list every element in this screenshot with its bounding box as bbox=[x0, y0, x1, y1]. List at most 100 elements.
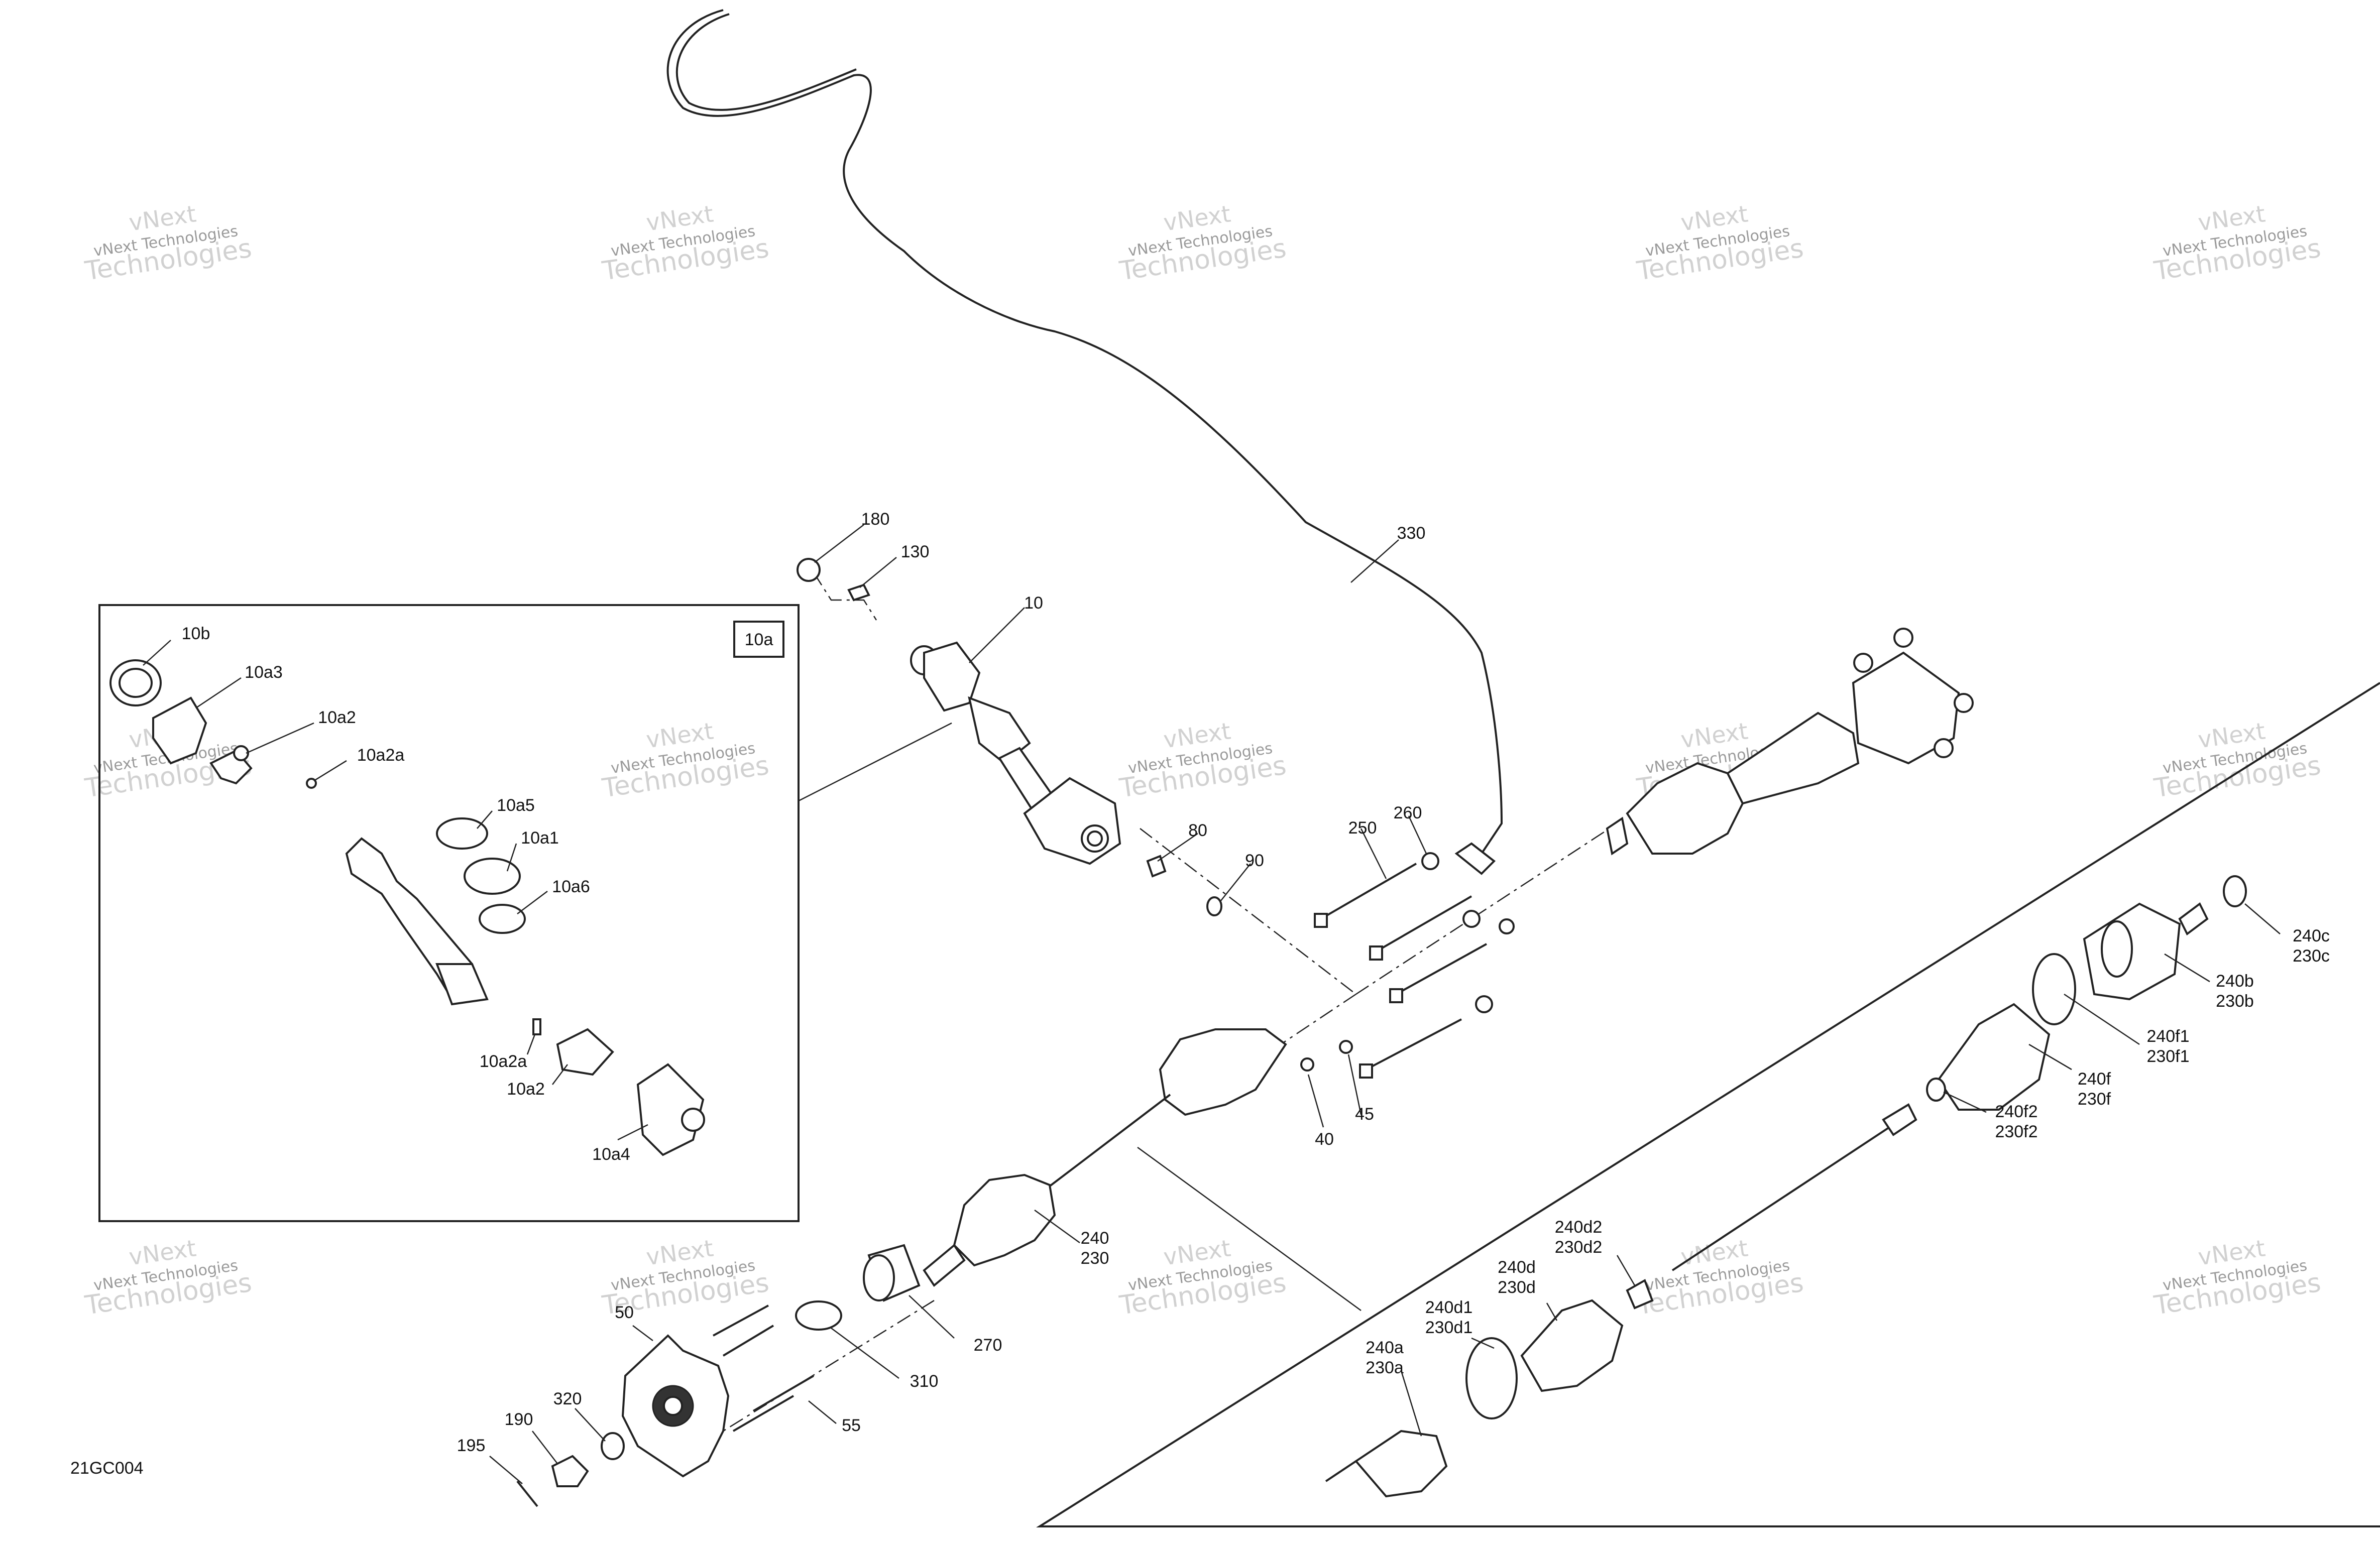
callout-330: 330 bbox=[1397, 524, 1426, 543]
callout-10a6: 10a6 bbox=[552, 877, 590, 896]
prop-shaft-10 bbox=[797, 558, 1121, 865]
callout-195: 195 bbox=[457, 1436, 486, 1455]
callout-line: 330 bbox=[1397, 524, 1426, 543]
callout-line: 10b bbox=[182, 624, 210, 643]
callout-10a1: 10a1 bbox=[521, 828, 559, 848]
diagram-code: 21GC004 bbox=[70, 1459, 144, 1478]
hardware-80-90 bbox=[1146, 855, 1222, 916]
callout-10b: 10b bbox=[182, 624, 210, 643]
inset-tag: 10a bbox=[745, 630, 773, 649]
callout-line: 10 bbox=[1024, 594, 1043, 613]
callout-line: 270 bbox=[974, 1336, 1002, 1355]
callout-line: 230c bbox=[2293, 946, 2330, 966]
callout-line: 10a2 bbox=[318, 708, 356, 727]
callout-line: 240 bbox=[1081, 1229, 1109, 1248]
callout-line: 10a1 bbox=[521, 828, 559, 848]
callout-line: 310 bbox=[910, 1372, 939, 1391]
callout-line: 240d2 bbox=[1555, 1218, 1603, 1237]
wheel-hub-50 bbox=[621, 1304, 815, 1478]
callout-190: 190 bbox=[505, 1410, 533, 1429]
callout-line: 230d1 bbox=[1425, 1318, 1473, 1337]
callout-line: 80 bbox=[1188, 821, 1207, 840]
callout-line: 90 bbox=[1245, 851, 1264, 870]
callout-line: 240f bbox=[2078, 1070, 2111, 1089]
callout-45: 45 bbox=[1355, 1105, 1374, 1124]
callout-line: 230f bbox=[2078, 1090, 2111, 1109]
callout-10a5: 10a5 bbox=[497, 796, 535, 815]
bolts-250-260 bbox=[1300, 852, 1515, 1079]
callout-310: 310 bbox=[910, 1372, 939, 1391]
callout-line: 240f1 bbox=[2146, 1027, 2189, 1046]
callout-320: 320 bbox=[553, 1389, 582, 1408]
callout-270: 270 bbox=[974, 1336, 1002, 1355]
callout-10a2a-top: 10a2a bbox=[357, 746, 405, 765]
front-differential-end bbox=[1606, 628, 1974, 856]
callout-10a2-bot: 10a2 bbox=[507, 1080, 545, 1099]
callout-10a2a-bot: 10a2a bbox=[480, 1052, 527, 1071]
callout-40: 40 bbox=[1315, 1130, 1334, 1149]
callout-80: 80 bbox=[1188, 821, 1207, 840]
callout-90: 90 bbox=[1245, 851, 1264, 870]
callout-250: 250 bbox=[1348, 818, 1377, 838]
callout-line: 240f2 bbox=[1995, 1102, 2037, 1121]
callout-line: 10a2a bbox=[480, 1052, 527, 1071]
callout-line: 240b bbox=[2216, 972, 2254, 991]
leader-lines bbox=[143, 524, 2281, 1484]
callout-130: 130 bbox=[901, 542, 930, 561]
callout-line: 130 bbox=[901, 542, 930, 561]
callout-50: 50 bbox=[615, 1303, 634, 1322]
callout-line: 240d bbox=[1498, 1258, 1536, 1277]
callout-line: 55 bbox=[842, 1416, 861, 1435]
callout-10a4: 10a4 bbox=[592, 1145, 630, 1164]
callout-line: 10a2 bbox=[507, 1080, 545, 1099]
callout-10a3: 10a3 bbox=[245, 663, 283, 682]
hub-nut-parts bbox=[516, 1432, 625, 1507]
callout-line: 230d bbox=[1498, 1278, 1536, 1297]
callout-line: 250 bbox=[1348, 818, 1377, 838]
brake-line-330 bbox=[666, 9, 1503, 875]
bearing-270-circlip-310 bbox=[795, 1244, 921, 1331]
drive-shaft-240 bbox=[923, 1028, 1287, 1287]
inset-box-10a: 10a bbox=[98, 604, 952, 1222]
callout-line: 50 bbox=[615, 1303, 634, 1322]
callout-line: 180 bbox=[861, 510, 890, 529]
callout-line: 190 bbox=[505, 1410, 533, 1429]
callout-line: 10a4 bbox=[592, 1145, 630, 1164]
callout-line: 10a2a bbox=[357, 746, 405, 765]
callout-line: 230 bbox=[1081, 1249, 1109, 1268]
callout-180: 180 bbox=[861, 510, 890, 529]
callout-line: 10a6 bbox=[552, 877, 590, 896]
callout-line: 10a5 bbox=[497, 796, 535, 815]
callout-line: 40 bbox=[1315, 1130, 1334, 1149]
callout-55: 55 bbox=[842, 1416, 861, 1435]
callout-line: 230a bbox=[1366, 1358, 1404, 1377]
callout-260: 260 bbox=[1394, 803, 1422, 822]
exploded-cv-inset bbox=[1036, 682, 2380, 1527]
callout-line: 260 bbox=[1394, 803, 1422, 822]
callout-line: 240a bbox=[1366, 1338, 1404, 1357]
callout-line: 230f2 bbox=[1995, 1122, 2037, 1141]
callout-line: 320 bbox=[553, 1389, 582, 1408]
callout-line: 240d1 bbox=[1425, 1298, 1473, 1317]
